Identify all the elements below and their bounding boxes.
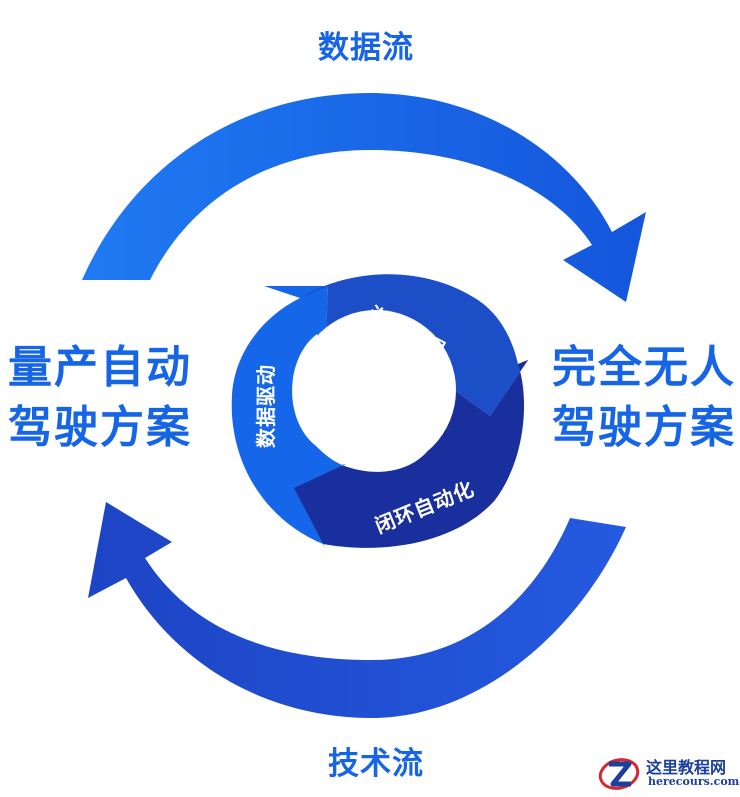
fully-driverless-label: 完全无人 驾驶方案 <box>552 338 736 458</box>
inner-hole <box>296 310 456 470</box>
watermark-logo-icon <box>598 758 640 790</box>
right-label-line1: 完全无人 <box>552 342 736 393</box>
data-flow-label: 数据流 <box>318 30 414 66</box>
tech-flow-label: 技术流 <box>328 746 424 782</box>
inner-ring-bottom <box>294 360 528 549</box>
right-label-line2: 驾驶方案 <box>552 402 736 453</box>
outer-arrow-bottom <box>88 502 626 718</box>
watermark-url: herecours.com <box>648 775 740 788</box>
data-driven-label: 数据驱动 <box>254 364 278 448</box>
mass-production-autopilot-label: 量产自动 驾驶方案 <box>8 338 192 458</box>
watermark: 这里教程网 herecours.com <box>592 752 740 797</box>
outer-arrow-top <box>82 93 646 302</box>
left-label-line1: 量产自动 <box>8 342 192 393</box>
left-label-line2: 驾驶方案 <box>8 402 192 453</box>
watermark-title: 这里教程网 <box>646 758 727 777</box>
inner-ring-top <box>300 274 528 416</box>
